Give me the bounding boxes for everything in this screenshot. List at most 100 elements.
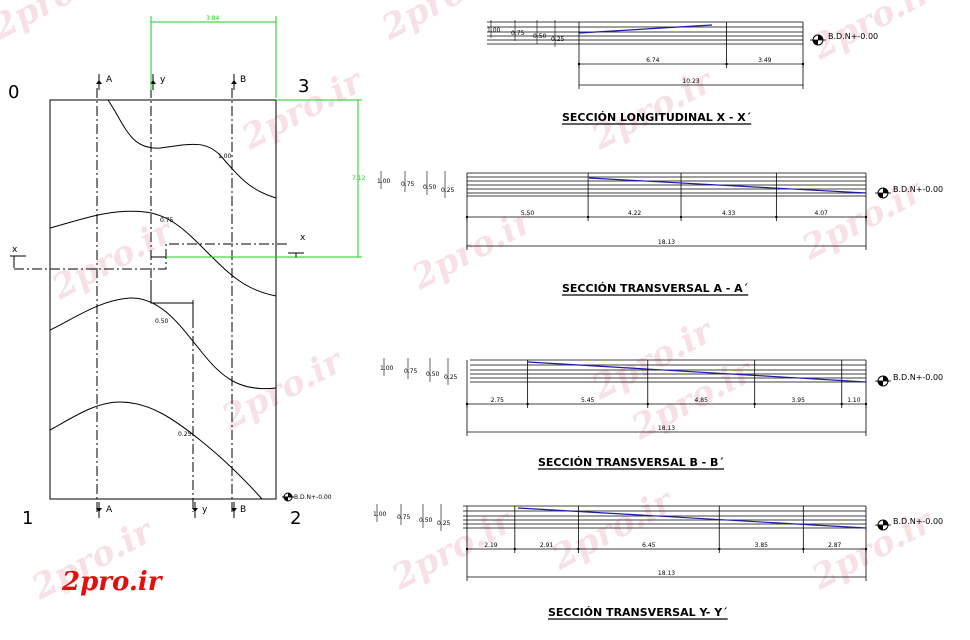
- segment-length-label: 2.87: [828, 542, 842, 549]
- level-label: 0.75: [401, 181, 415, 188]
- section-marker-a-top: A: [96, 74, 113, 90]
- svg-text:y: y: [160, 75, 166, 85]
- section-x: 1.00 0.75 0.50 0.25 6.74 3.49 10.23 B.D.N+-0.00…: [487, 20, 878, 125]
- svg-text:B.D.N+-0.00: B.D.N+-0.00: [294, 494, 332, 501]
- watermark-text: 2pro.ir: [45, 211, 181, 309]
- section-marker-x-left: x: [10, 245, 26, 268]
- watermark-text: 2pro.ir: [805, 501, 941, 599]
- section-title: SECCIÓN TRANSVERSAL A - A´: [562, 282, 748, 295]
- datum-label: B.D.N+-0.00: [893, 373, 943, 382]
- svg-text:B: B: [240, 75, 246, 85]
- terrain-slope-line: [517, 507, 867, 529]
- watermark-text: 2pro.ir: [585, 61, 721, 159]
- segment-length-label: 4.22: [628, 210, 642, 217]
- segment-length-label: 2.91: [540, 542, 554, 549]
- corner-label: 1: [22, 508, 33, 529]
- datum-marker: B.D.N+-0.00: [875, 517, 943, 531]
- segment-length-label: 2.19: [484, 542, 498, 549]
- contour-label: 0.50: [155, 318, 169, 325]
- site-plan: 1.00 0.75 0.50 0.25 0 3 1 2 A y B A y: [8, 15, 366, 529]
- segment-length-label: 4.33: [722, 210, 736, 217]
- watermark-layer: 2pro.ir 2pro.ir 2pro.ir 2pro.ir 2pro.ir 2pro.…: [0, 0, 941, 608]
- total-length-label: 18.13: [658, 239, 675, 246]
- total-length-label: 18.13: [658, 570, 675, 577]
- segment-length-label: 3.49: [758, 57, 772, 64]
- svg-text:y: y: [202, 505, 208, 515]
- contour-label: 1.00: [218, 153, 232, 160]
- level-label: 0.25: [437, 520, 451, 527]
- section-title: SECCIÓN LONGITUDINAL X - X´: [562, 111, 751, 124]
- datum-marker: B.D.N+-0.00: [875, 373, 943, 387]
- level-label: 0.50: [423, 184, 437, 191]
- section-b: 1.00 0.75 0.50 0.25 2.75 5.45 4.85 3.95 1.10 18.1…: [380, 358, 943, 470]
- level-label: 0.25: [441, 187, 455, 194]
- segment-length-label: 2.75: [491, 397, 505, 404]
- plan-boundary: [49, 99, 277, 500]
- dimension-width-value: 3.84: [206, 15, 220, 22]
- watermark-text: 2pro.ir: [215, 341, 351, 439]
- contour-line-050: [49, 297, 277, 390]
- dimension-width: [150, 16, 277, 98]
- contour-line-075: [49, 210, 277, 297]
- level-label: 0.50: [426, 371, 440, 378]
- brand-logo: 2pro.ir: [61, 567, 164, 597]
- svg-text:x: x: [12, 245, 18, 255]
- segment-length-label: 3.85: [755, 542, 769, 549]
- segment-length-label: 4.07: [815, 210, 829, 217]
- datum-marker: B.D.N+-0.00: [875, 185, 943, 199]
- axis-y-step: [150, 280, 194, 320]
- segment-length-label: 6.45: [642, 542, 656, 549]
- datum-label: B.D.N+-0.00: [828, 32, 878, 41]
- terrain-slope-line: [527, 361, 867, 383]
- watermark-text: 2pro.ir: [0, 0, 121, 48]
- datum-label: B.D.N+-0.00: [893, 185, 943, 194]
- segment-length-label: 5.50: [521, 210, 535, 217]
- section-marker-y-top: y: [150, 74, 166, 90]
- corner-label: 3: [298, 76, 309, 97]
- watermark-text: 2pro.ir: [545, 481, 681, 579]
- dimension-height: [166, 99, 362, 258]
- contour-label: 0.75: [160, 217, 174, 224]
- section-title: SECCIÓN TRANSVERSAL Y- Y´: [548, 606, 728, 619]
- level-label: 1.00: [487, 27, 501, 34]
- segment-length-label: 6.74: [646, 57, 660, 64]
- segment-length-label: 3.95: [792, 397, 806, 404]
- section-marker-b-top: B: [231, 74, 246, 90]
- level-label: 0.50: [419, 517, 433, 524]
- segment-length-label: 4.85: [695, 397, 709, 404]
- svg-text:x: x: [300, 233, 306, 243]
- contour-label: 0.25: [178, 431, 192, 438]
- level-label: 0.50: [533, 33, 547, 40]
- svg-text:A: A: [106, 505, 113, 515]
- level-label: 0.25: [444, 374, 458, 381]
- level-label: 0.75: [404, 368, 418, 375]
- plan-datum-marker: B.D.N+-0.00: [282, 492, 332, 502]
- corner-label: 2: [290, 508, 301, 529]
- terrain-slope-line: [578, 24, 713, 34]
- segment-length-label: 5.45: [581, 397, 595, 404]
- segment-length-label: 1.10: [847, 397, 861, 404]
- section-marker-y-bottom: y: [192, 502, 208, 518]
- section-title: SECCIÓN TRANSVERSAL B - B´: [538, 456, 724, 469]
- contour-line-100: [107, 99, 277, 199]
- contour-line-025: [49, 401, 263, 500]
- corner-label: 0: [8, 82, 19, 103]
- level-label: 1.00: [380, 365, 394, 372]
- dimension-height-value: 7.12: [352, 175, 366, 182]
- datum-marker: B.D.N+-0.00: [810, 32, 878, 46]
- total-length-label: 18.13: [658, 425, 675, 432]
- svg-text:A: A: [106, 75, 113, 85]
- terrain-slope-line: [588, 177, 867, 194]
- section-marker-b-bottom: B: [231, 502, 246, 518]
- level-label: 0.75: [397, 514, 411, 521]
- section-marker-x-right: x: [288, 233, 306, 258]
- watermark-text: 2pro.ir: [375, 0, 511, 48]
- level-label: 0.25: [551, 36, 565, 43]
- level-label: 0.75: [511, 30, 525, 37]
- total-length-label: 10.23: [682, 78, 699, 85]
